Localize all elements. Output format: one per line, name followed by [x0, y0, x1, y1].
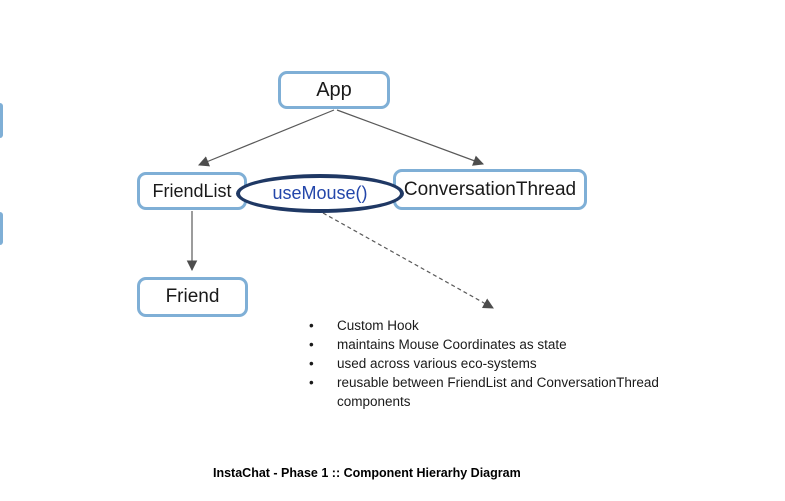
node-usemouse-ellipse: useMouse() [236, 174, 404, 213]
clipped-shape-left-bottom [0, 212, 3, 245]
clipped-shape-left-top [0, 103, 3, 138]
hook-note-item: reusable between FriendList and Conversa… [308, 373, 700, 411]
edge-app-friendlist [197, 109, 335, 167]
node-app: App [278, 71, 390, 109]
node-app-label: App [316, 78, 352, 101]
node-friendlist: FriendList [137, 172, 247, 210]
node-friend: Friend [137, 277, 248, 317]
node-friendlist-label: FriendList [152, 180, 232, 201]
hook-note-item: maintains Mouse Coordinates as state [308, 335, 700, 354]
node-usemouse-label: useMouse() [272, 183, 368, 203]
node-friend-label: Friend [165, 286, 220, 307]
hook-notes-list: Custom Hook maintains Mouse Coordinates … [308, 316, 700, 411]
node-conversationthread: ConversationThread [393, 169, 587, 210]
edge-usemouse-notes-dashed [322, 212, 494, 309]
edge-app-conversationthread [336, 109, 485, 166]
diagram-caption: InstaChat - Phase 1 :: Component Hierarh… [213, 466, 521, 480]
hook-note-item: Custom Hook [308, 316, 700, 335]
hook-note-item: used across various eco-systems [308, 354, 700, 373]
node-conversationthread-label: ConversationThread [403, 178, 577, 200]
